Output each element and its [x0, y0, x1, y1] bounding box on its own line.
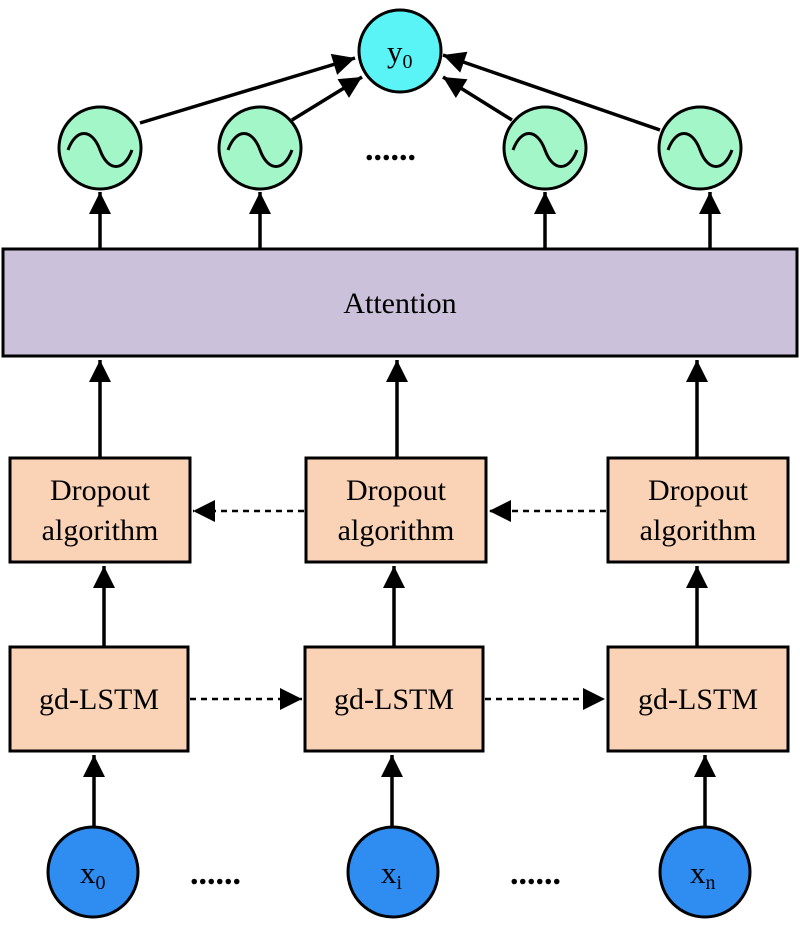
lstm-block-3: gd-LSTM	[606, 645, 790, 753]
output-circle	[357, 8, 443, 94]
activation-node-2	[217, 105, 303, 191]
arrow-act4-to-output	[442, 51, 661, 132]
lstm-label: gd-LSTM	[638, 683, 758, 716]
sine-wave-icon	[66, 132, 134, 168]
attention-block: Attention	[1, 247, 799, 358]
sine-wave-icon	[226, 132, 294, 168]
arrow-act2-to-output	[291, 75, 363, 122]
input-circle	[46, 825, 140, 919]
dropout-label-line2: algorithm	[640, 514, 757, 547]
arrow-act3-to-output	[442, 75, 513, 122]
dropout-rect	[606, 456, 790, 564]
lstm-rect	[8, 645, 190, 753]
input-node-i: xi	[346, 825, 440, 919]
output-label: y0	[387, 34, 413, 73]
input-circle	[658, 825, 752, 919]
activation-node-1	[57, 105, 143, 191]
dropout-block-3: Dropout algorithm	[606, 456, 790, 564]
sine-wave-icon	[666, 132, 734, 168]
input-label: xi	[381, 855, 403, 894]
output-node: y0	[357, 8, 443, 94]
lstm-block-1: gd-LSTM	[8, 645, 190, 753]
input-circle	[346, 825, 440, 919]
input-node-n: xn	[658, 825, 752, 919]
activation-ellipsis: ......	[365, 131, 416, 168]
dropout-label-line1: Dropout	[346, 474, 447, 507]
dropout-block-2: Dropout algorithm	[304, 456, 488, 564]
dropout-label-line1: Dropout	[50, 474, 151, 507]
lstm-rect	[606, 645, 790, 753]
lstm-label: gd-LSTM	[334, 683, 454, 716]
attention-rect	[1, 247, 799, 358]
input-label: x0	[80, 855, 106, 894]
input-node-0: x0	[46, 825, 140, 919]
lstm-label: gd-LSTM	[39, 683, 159, 716]
attention-label: Attention	[343, 287, 456, 320]
dropout-label-line2: algorithm	[42, 514, 159, 547]
activation-node-4	[657, 105, 743, 191]
dropout-label-line2: algorithm	[338, 514, 455, 547]
activation-node-3	[502, 105, 588, 191]
lstm-rect	[303, 645, 485, 753]
dropout-label-line1: Dropout	[648, 474, 749, 507]
input-ellipsis-left: ......	[190, 855, 241, 892]
input-ellipsis-right: ......	[510, 855, 561, 892]
arrow-act1-to-output	[139, 53, 356, 125]
lstm-block-2: gd-LSTM	[303, 645, 485, 753]
dropout-rect	[304, 456, 488, 564]
dropout-rect	[8, 456, 192, 564]
input-label: xn	[690, 855, 716, 894]
sine-wave-icon	[511, 132, 579, 168]
dropout-block-1: Dropout algorithm	[8, 456, 192, 564]
